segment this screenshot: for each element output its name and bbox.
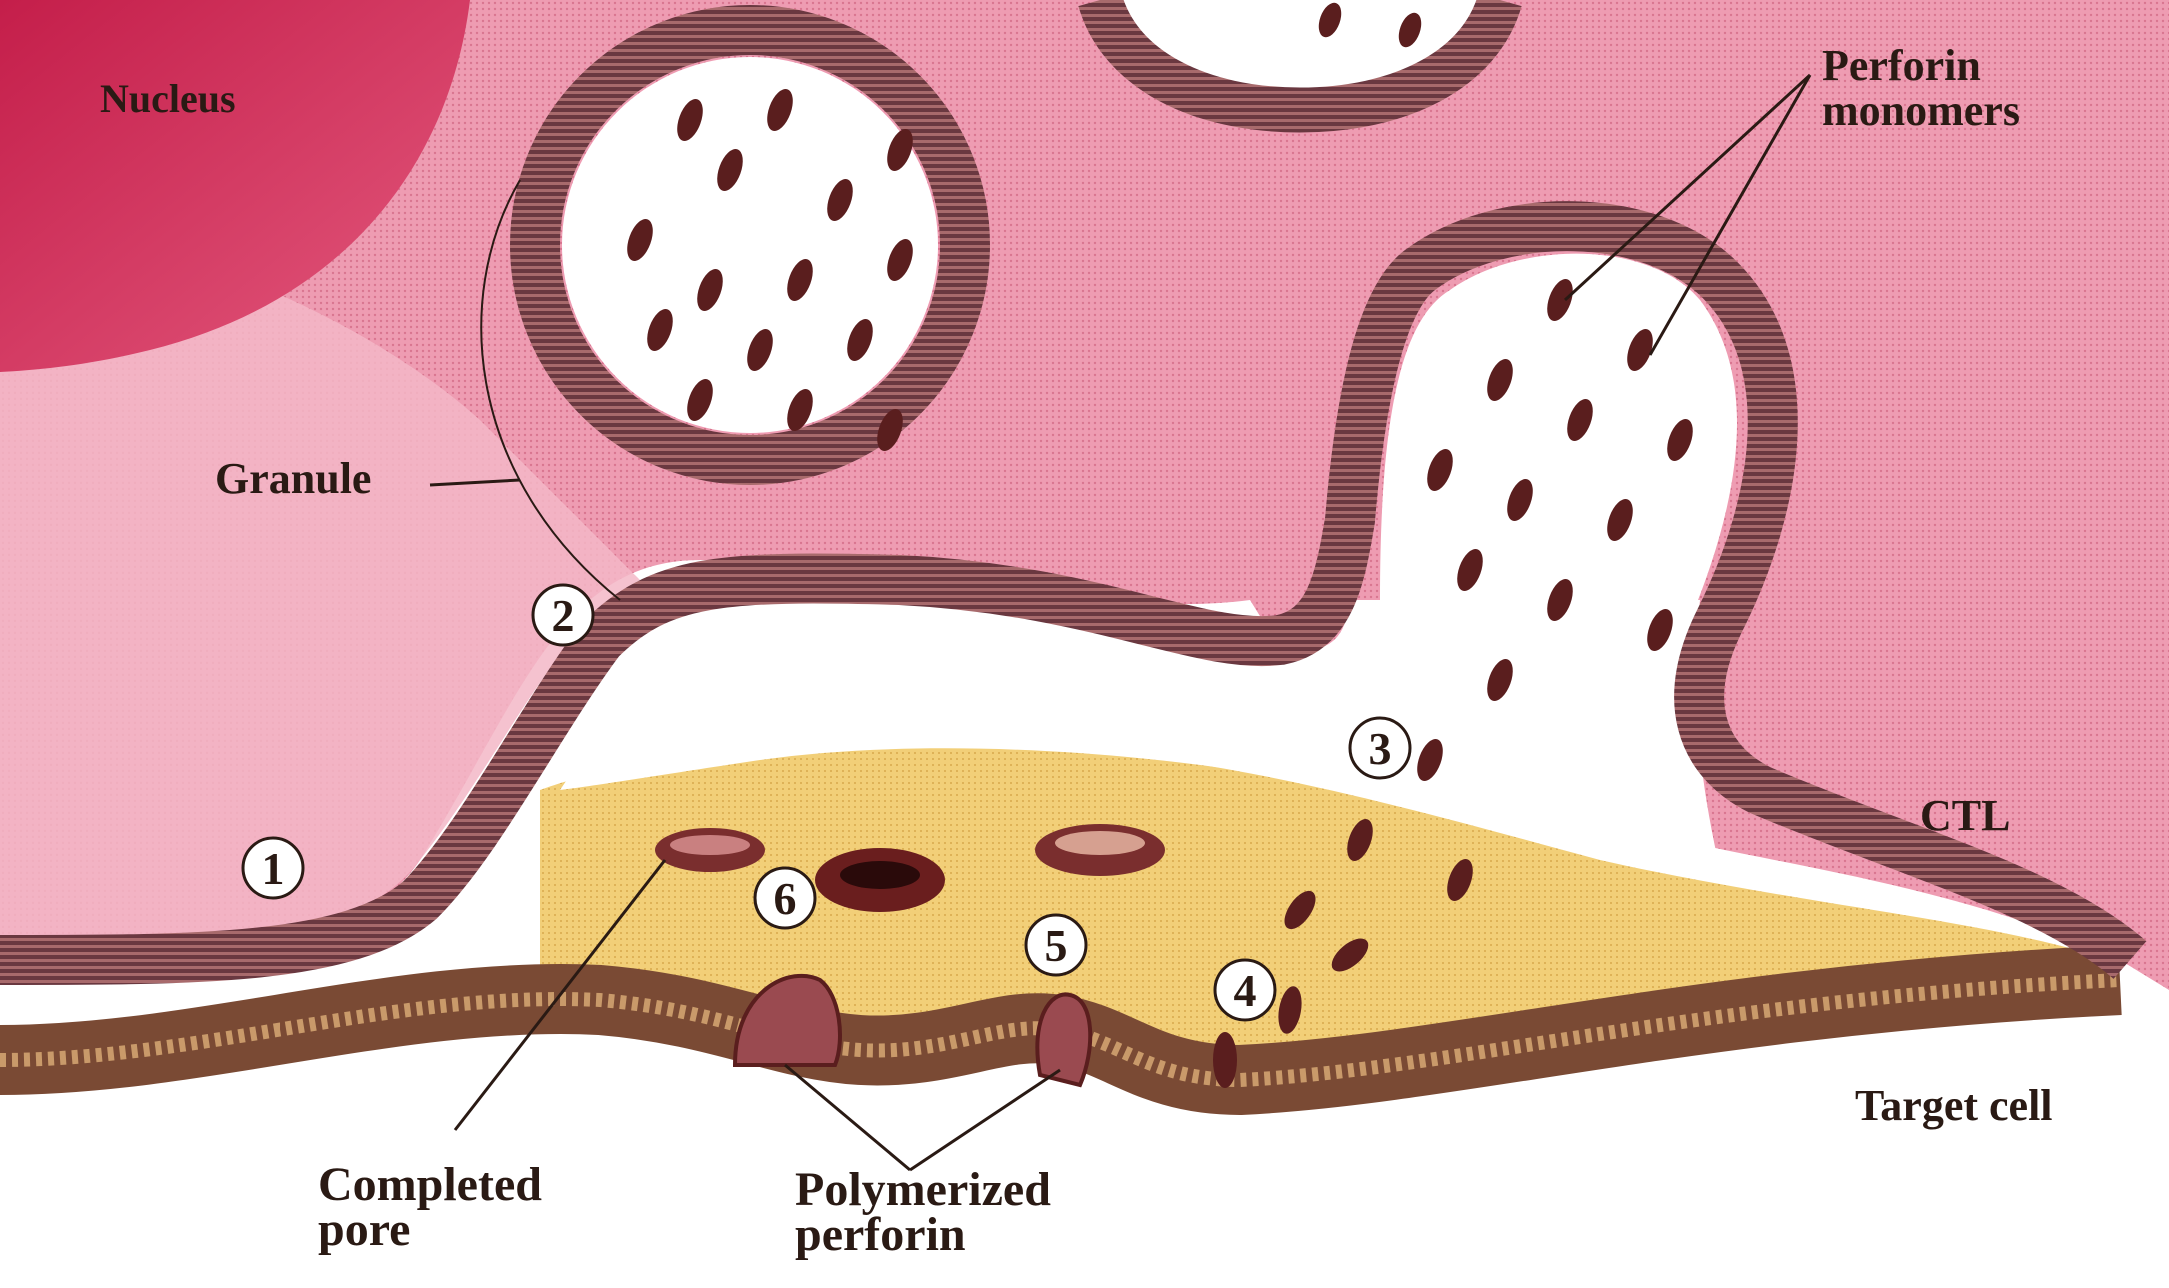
target-pores [732, 973, 1093, 1088]
svg-text:6: 6 [774, 873, 797, 924]
step-marker-5: 5 [1024, 913, 1088, 977]
nucleus-label: Nucleus [100, 76, 236, 121]
svg-text:3: 3 [1369, 723, 1392, 774]
completed-pore-label-line2: pore [318, 1203, 410, 1256]
target-cell-region [0, 1040, 2169, 1283]
granule-1-interior [562, 57, 938, 433]
completed-pore-label-line1: Completed [318, 1158, 542, 1211]
leader-lines [429, 73, 1812, 1172]
step-marker-2: 2 [531, 583, 595, 647]
step-marker-6: 6 [753, 866, 817, 930]
granule-label: Granule [215, 454, 371, 503]
step-marker-1: 1 [241, 836, 305, 900]
perforin-monomers [627, 2, 1693, 1088]
cleft-open-space [560, 600, 1720, 870]
svg-text:2: 2 [552, 590, 575, 641]
svg-text:4: 4 [1234, 965, 1257, 1016]
ctl-cytoplasm-light [0, 220, 640, 951]
polymerized-perforin-label-line2: perforin [795, 1208, 966, 1261]
granule-2 [1078, 0, 1522, 133]
perforin-label-line2: monomers [1822, 86, 2020, 135]
perforin-label-line1: Perforin [1822, 41, 1981, 90]
ctl-label: CTL [1920, 791, 2010, 840]
granule-1 [510, 5, 990, 485]
nucleus [0, 0, 470, 372]
granule-halo [480, 179, 621, 601]
target-cell-label: Target cell [1855, 1081, 2053, 1130]
svg-text:1: 1 [262, 843, 285, 894]
step-marker-4: 4 [1213, 958, 1277, 1022]
polymerized-perforin-label-line1: Polymerized [795, 1163, 1051, 1216]
step-marker-3: 3 [1348, 716, 1412, 780]
svg-text:5: 5 [1045, 920, 1068, 971]
perforin-rings [655, 824, 1165, 912]
step-markers: 1 2 3 4 5 6 [241, 583, 1412, 1022]
target-membrane-stripe [0, 973, 2121, 1088]
ctl-membrane [0, 201, 2147, 985]
